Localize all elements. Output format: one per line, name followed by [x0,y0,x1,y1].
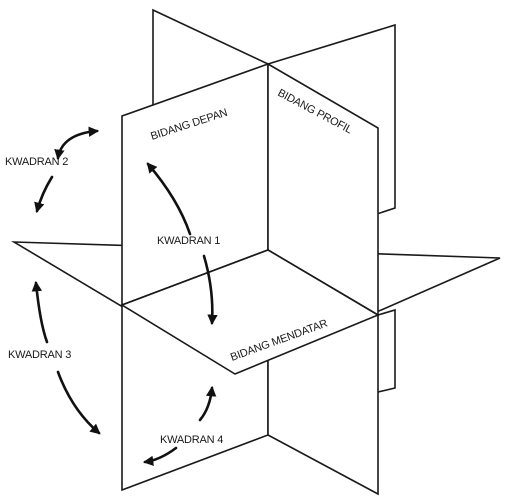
arrow-kwadran-3 [36,283,99,433]
label-kwadran-4: KWADRAN 4 [160,434,223,446]
label-kwadran-2: KWADRAN 2 [5,156,68,168]
arrow-kwadran-2 [54,126,100,161]
arrow-kwadran-2-lower [34,175,54,214]
front-plane-lower-right-edge [377,308,396,393]
arrow-kwadran-4 [145,388,212,462]
label-kwadran-1: KWADRAN 1 [157,235,220,247]
label-kwadran-3: KWADRAN 3 [8,349,71,361]
arrow-kwadran-1 [148,164,212,323]
